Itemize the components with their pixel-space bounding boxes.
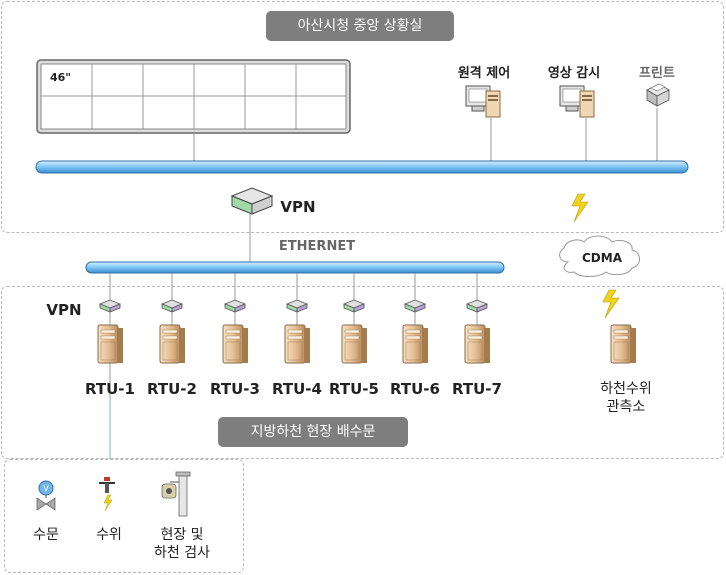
rtu-label: RTU-5 (329, 380, 379, 398)
vpn-left-label: VPN (46, 301, 82, 319)
rtu-server-icon (402, 324, 429, 364)
vpn-top-label: VPN (280, 198, 316, 216)
control-room-title: 아산시청 중앙 상황실 (266, 11, 454, 41)
rtu-server-icon (284, 324, 311, 364)
rtu-vpn-modem-icon (466, 299, 488, 313)
cctv-pole-icon (161, 471, 191, 517)
svg-text:V: V (43, 484, 49, 493)
rtu-vpn-modem-icon (343, 299, 365, 313)
rtu-label: RTU-2 (147, 380, 197, 398)
rtu-server-icon (97, 324, 124, 364)
rtu-server-icon (159, 324, 186, 364)
water-gate-icon: V (36, 480, 56, 511)
video-monitoring-pc-icon (559, 85, 595, 118)
rtu-vpn-modem-icon (404, 299, 426, 313)
wireless-signal-icon (602, 289, 620, 319)
rtu-vpn-modem-icon (224, 299, 246, 313)
rtu-vpn-modem-icon (99, 299, 121, 313)
rtu-label: RTU-1 (85, 380, 135, 398)
river-station-server-icon (610, 324, 637, 364)
remote-control-pc-icon (465, 85, 501, 118)
videowall-size-label: 46" (50, 71, 71, 84)
vpn-router-icon (230, 187, 274, 215)
rtu-server-icon (464, 324, 491, 364)
control-room-bus (35, 160, 689, 174)
rtu-vpn-modem-icon (161, 299, 183, 313)
printer-icon (646, 83, 670, 107)
field-title: 지방하천 현장 배수문 (218, 417, 408, 447)
gate-label: 수문 (33, 527, 59, 543)
print-label: 프린트 (639, 66, 675, 81)
rtu-label: RTU-6 (390, 380, 440, 398)
rtu-vpn-modem-icon (286, 299, 308, 313)
rtu-devices (97, 273, 491, 364)
field-region (1, 286, 724, 459)
rtu-label: RTU-3 (210, 380, 260, 398)
rtu-server-icon (341, 324, 368, 364)
sensor-region (4, 459, 244, 573)
remote-control-label: 원격 제어 (457, 66, 511, 81)
control-room-region (1, 1, 724, 233)
wireless-signal-icon (571, 193, 589, 223)
water-level-label: 수위 (96, 527, 122, 543)
video-monitoring-label: 영상 감시 (547, 66, 601, 81)
ethernet-label: ETHERNET (278, 239, 356, 254)
river-station-label: 하천수위 관측소 (600, 381, 652, 415)
ethernet-bus (85, 261, 505, 274)
rtu-label: RTU-7 (452, 380, 502, 398)
cdma-label: CDMA (582, 251, 622, 265)
inspection-label: 현장 및 하천 검사 (154, 527, 210, 561)
rtu-server-icon (222, 324, 249, 364)
water-level-sensor-icon (99, 477, 115, 512)
video-wall (36, 59, 351, 134)
cdma-cloud-icon (559, 235, 640, 277)
rtu-label: RTU-4 (272, 380, 322, 398)
